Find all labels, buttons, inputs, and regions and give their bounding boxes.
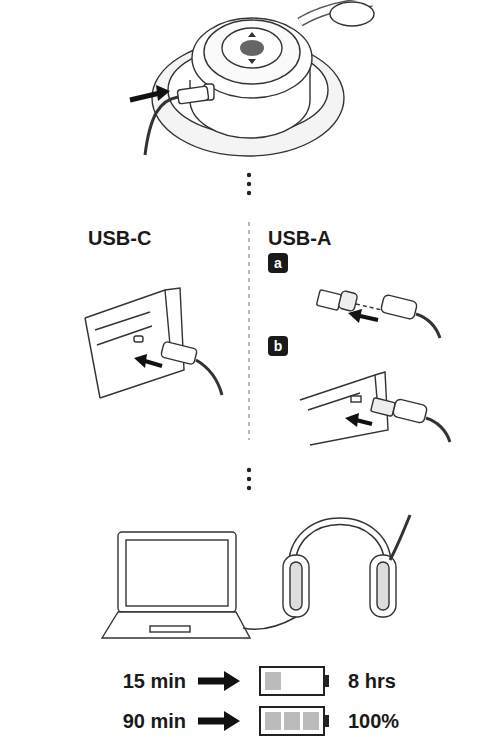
charge-time-label: 15 min: [123, 670, 186, 692]
connector-type-label: USB-C: [88, 227, 151, 249]
callout-badge: b: [268, 336, 288, 356]
connector-type-label: USB-A: [268, 227, 331, 249]
charge-time-label: 8 hrs: [348, 670, 396, 692]
callout-badge: a: [268, 253, 288, 273]
charge-time-label: 100%: [348, 710, 399, 732]
charge-time-label: 90 min: [123, 710, 186, 732]
callout-letter: a: [274, 256, 282, 270]
callout-letter: b: [274, 339, 283, 353]
